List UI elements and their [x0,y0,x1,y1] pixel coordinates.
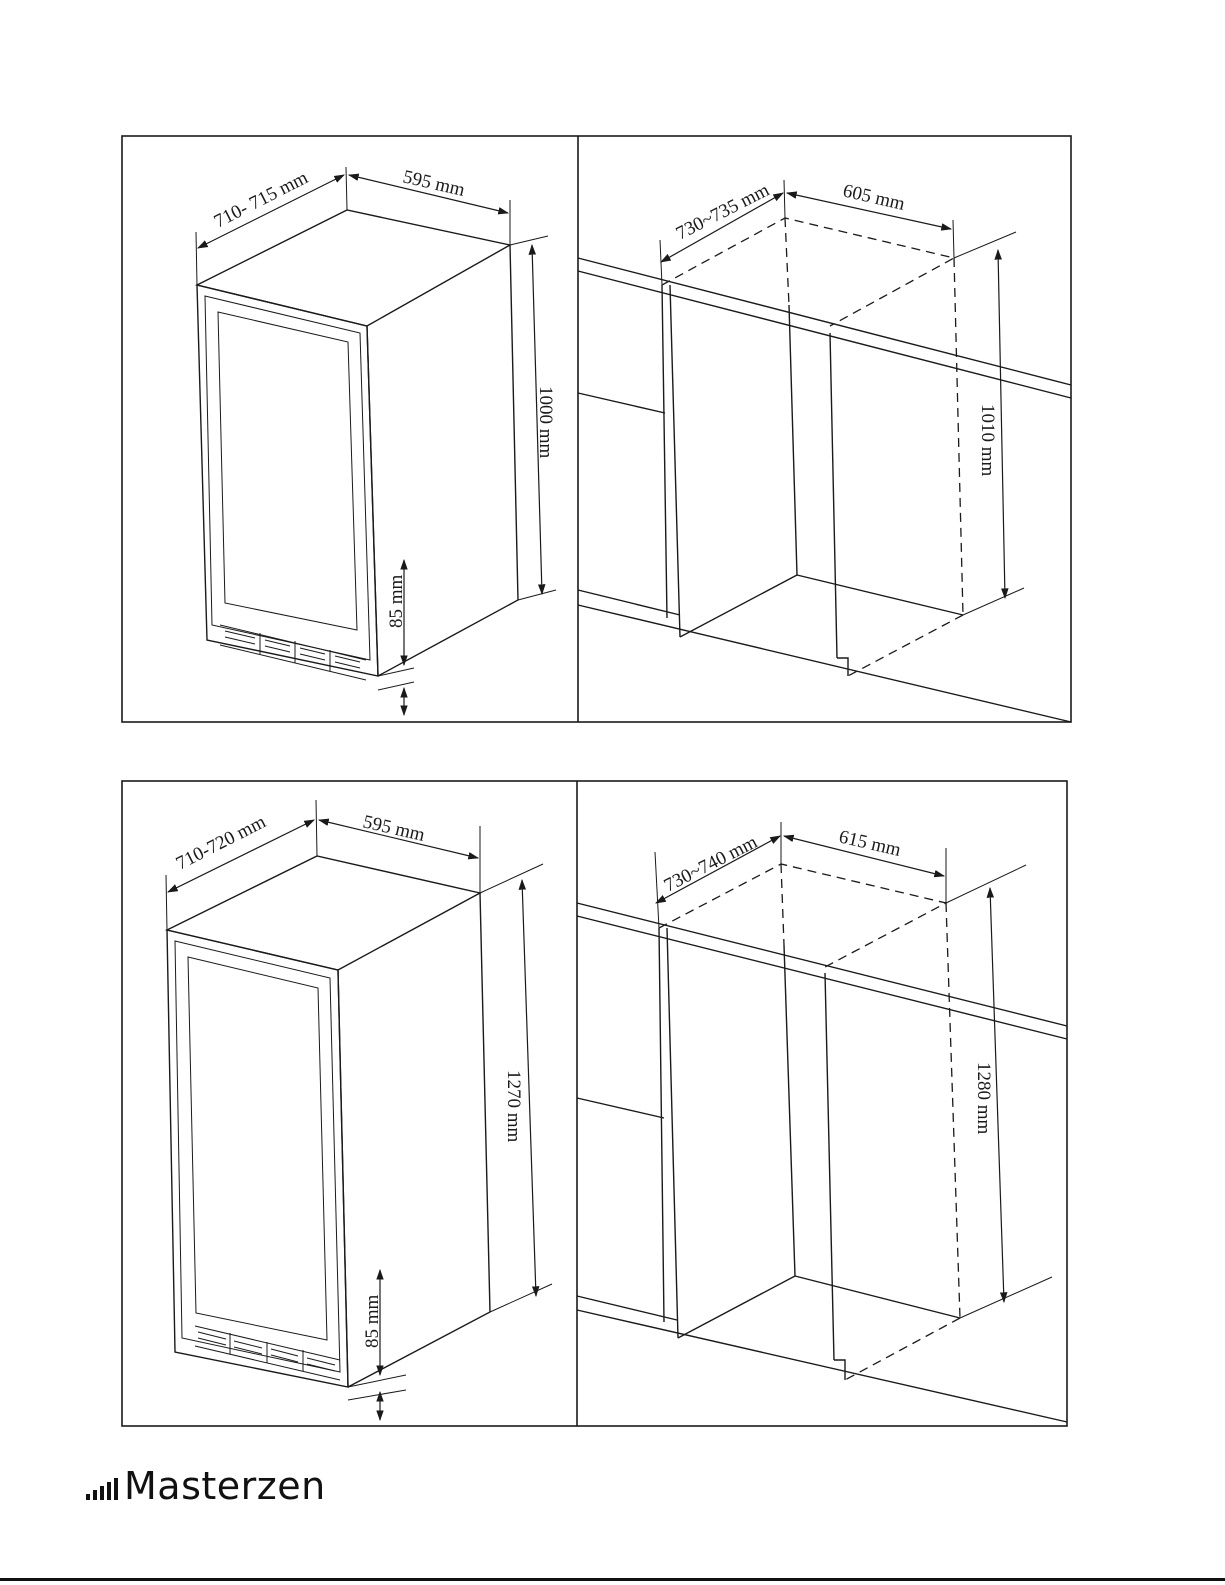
cabinet-2-depth-label: 730~740 mm [661,832,761,897]
unit-2-base-label: 85 mm [362,1294,383,1348]
cabinet-1-depth-label: 730~735 mm [673,180,773,245]
unit-2-height-label: 1270 mm [503,1070,524,1143]
brand-name: Masterzen [124,1466,326,1506]
unit-2-depth-label: 710-720 mm [173,811,270,874]
cabinet-1-height-label: 1010 mm [977,404,998,477]
vent-grille [195,1326,340,1380]
unit-1-depth-label: 710- 715 mm [211,167,312,232]
cabinet-2-width-label: 615 mm [837,826,903,861]
cabinet-2-drawing: 730~740 mm 615 mm 1280 mm [577,822,1067,1422]
signal-bars-icon [86,1478,118,1500]
unit-1-drawing: 710- 715 mm 595 mm 1000 mm 85 mm [196,166,556,715]
unit-1-base-label: 85 mm [386,574,407,628]
bottom-frame [122,781,1067,1426]
unit-2-width-label: 595 mm [361,811,427,846]
vent-grille [220,625,366,680]
bottom-row: 710-720 mm 595 mm 1270 mm 85 mm [122,781,1067,1426]
unit-1-height-label: 1000 mm [535,386,556,459]
top-row: 710- 715 mm 595 mm 1000 mm 85 mm [122,136,1071,722]
cabinet-1-width-label: 605 mm [841,180,907,215]
bottom-rule [0,1578,1225,1581]
cabinet-2-height-label: 1280 mm [973,1062,994,1135]
brand-logo: Masterzen [86,1466,326,1506]
cabinet-1-drawing: 730~735 mm 605 mm 1010 mm [578,180,1071,722]
unit-2-drawing: 710-720 mm 595 mm 1270 mm 85 mm [166,800,552,1420]
